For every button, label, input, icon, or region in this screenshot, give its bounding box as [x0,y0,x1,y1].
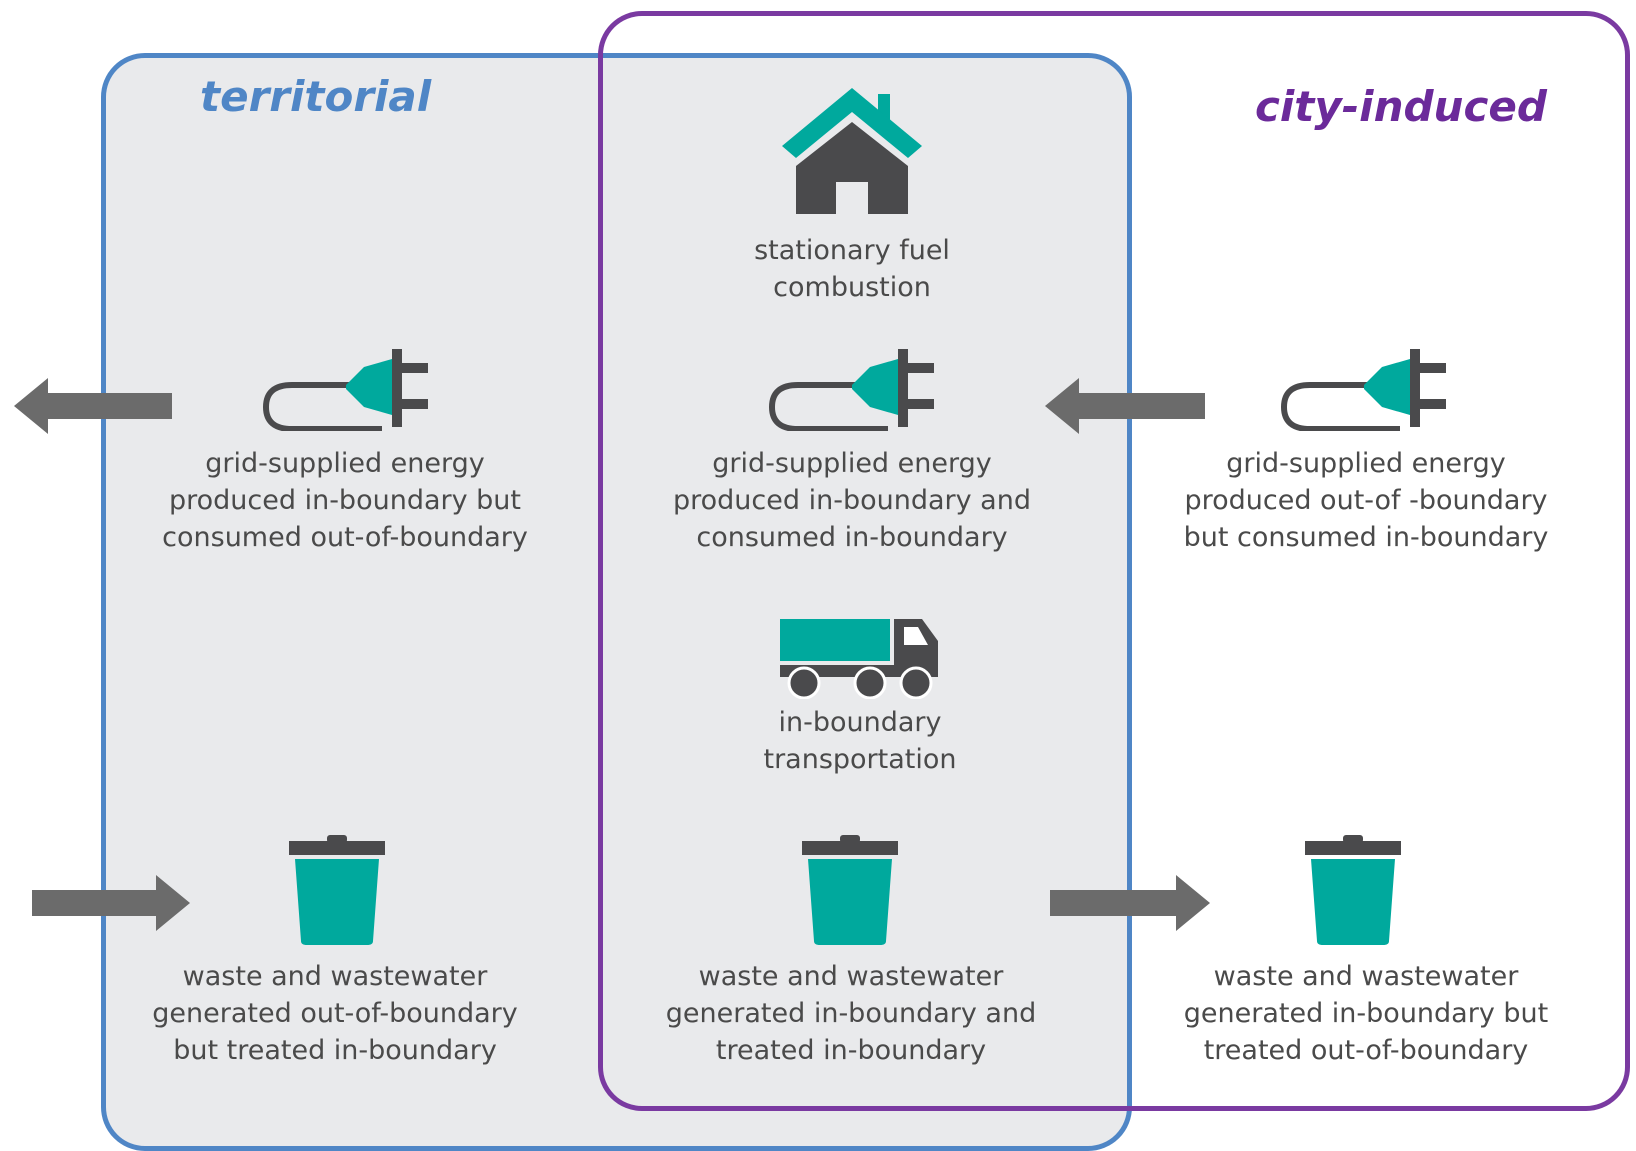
waste-import-label: waste and wastewater generated out-of-bo… [152,958,517,1069]
plug-icon [1280,349,1446,431]
plug-icon [768,349,934,431]
label-line: generated out-of-boundary [152,998,518,1029]
label-line: transportation [763,744,957,775]
label-line: stationary fuel [754,235,950,266]
label-line: consumed out-of-boundary [162,522,528,553]
stationary-fuel-label: stationary fuel combustion [754,232,950,306]
label-line: waste and wastewater [1213,961,1519,992]
house-icon [782,88,922,214]
left-arrow-icon [1045,378,1205,434]
label-line: generated in-boundary and [665,998,1037,1029]
grid-export-label: grid-supplied energy produced in-boundar… [162,445,528,556]
label-line: but treated in-boundary [173,1035,497,1066]
label-line: grid-supplied energy [1226,448,1506,479]
truck-icon [780,619,938,699]
label-line: grid-supplied energy [205,448,485,479]
label-line: treated in-boundary [715,1035,987,1066]
label-line: produced out-of -boundary [1184,485,1548,516]
left-arrow-icon [14,378,172,434]
right-arrow-icon [32,875,190,931]
label-line: consumed in-boundary [696,522,1008,553]
grid-in-boundary-label: grid-supplied energy produced in-boundar… [673,445,1031,556]
city-induced-title: city-induced [1255,82,1547,131]
label-line: produced in-boundary and [673,485,1031,516]
trash-bin-icon [1305,835,1401,945]
label-line: waste and wastewater [698,961,1004,992]
label-line: but consumed in-boundary [1183,522,1549,553]
trash-bin-icon [289,835,385,945]
right-arrow-icon [1050,875,1210,931]
label-line: combustion [773,272,931,303]
waste-in-boundary-label: waste and wastewater generated in-bounda… [666,958,1036,1069]
label-line: generated in-boundary but [1183,998,1549,1029]
plug-icon [262,349,428,431]
waste-export-label: waste and wastewater generated in-bounda… [1184,958,1548,1069]
label-line: treated out-of-boundary [1203,1035,1529,1066]
territorial-boundary [101,53,1132,1151]
label-line: produced in-boundary but [168,485,521,516]
label-line: grid-supplied energy [712,448,992,479]
city-induced-boundary [598,11,1630,1111]
trash-bin-icon [802,835,898,945]
label-line: in-boundary [778,707,942,738]
grid-import-label: grid-supplied energy produced out-of -bo… [1184,445,1549,556]
transportation-label: in-boundary transportation [763,704,956,778]
territorial-title: territorial [200,72,432,121]
label-line: waste and wastewater [182,961,488,992]
